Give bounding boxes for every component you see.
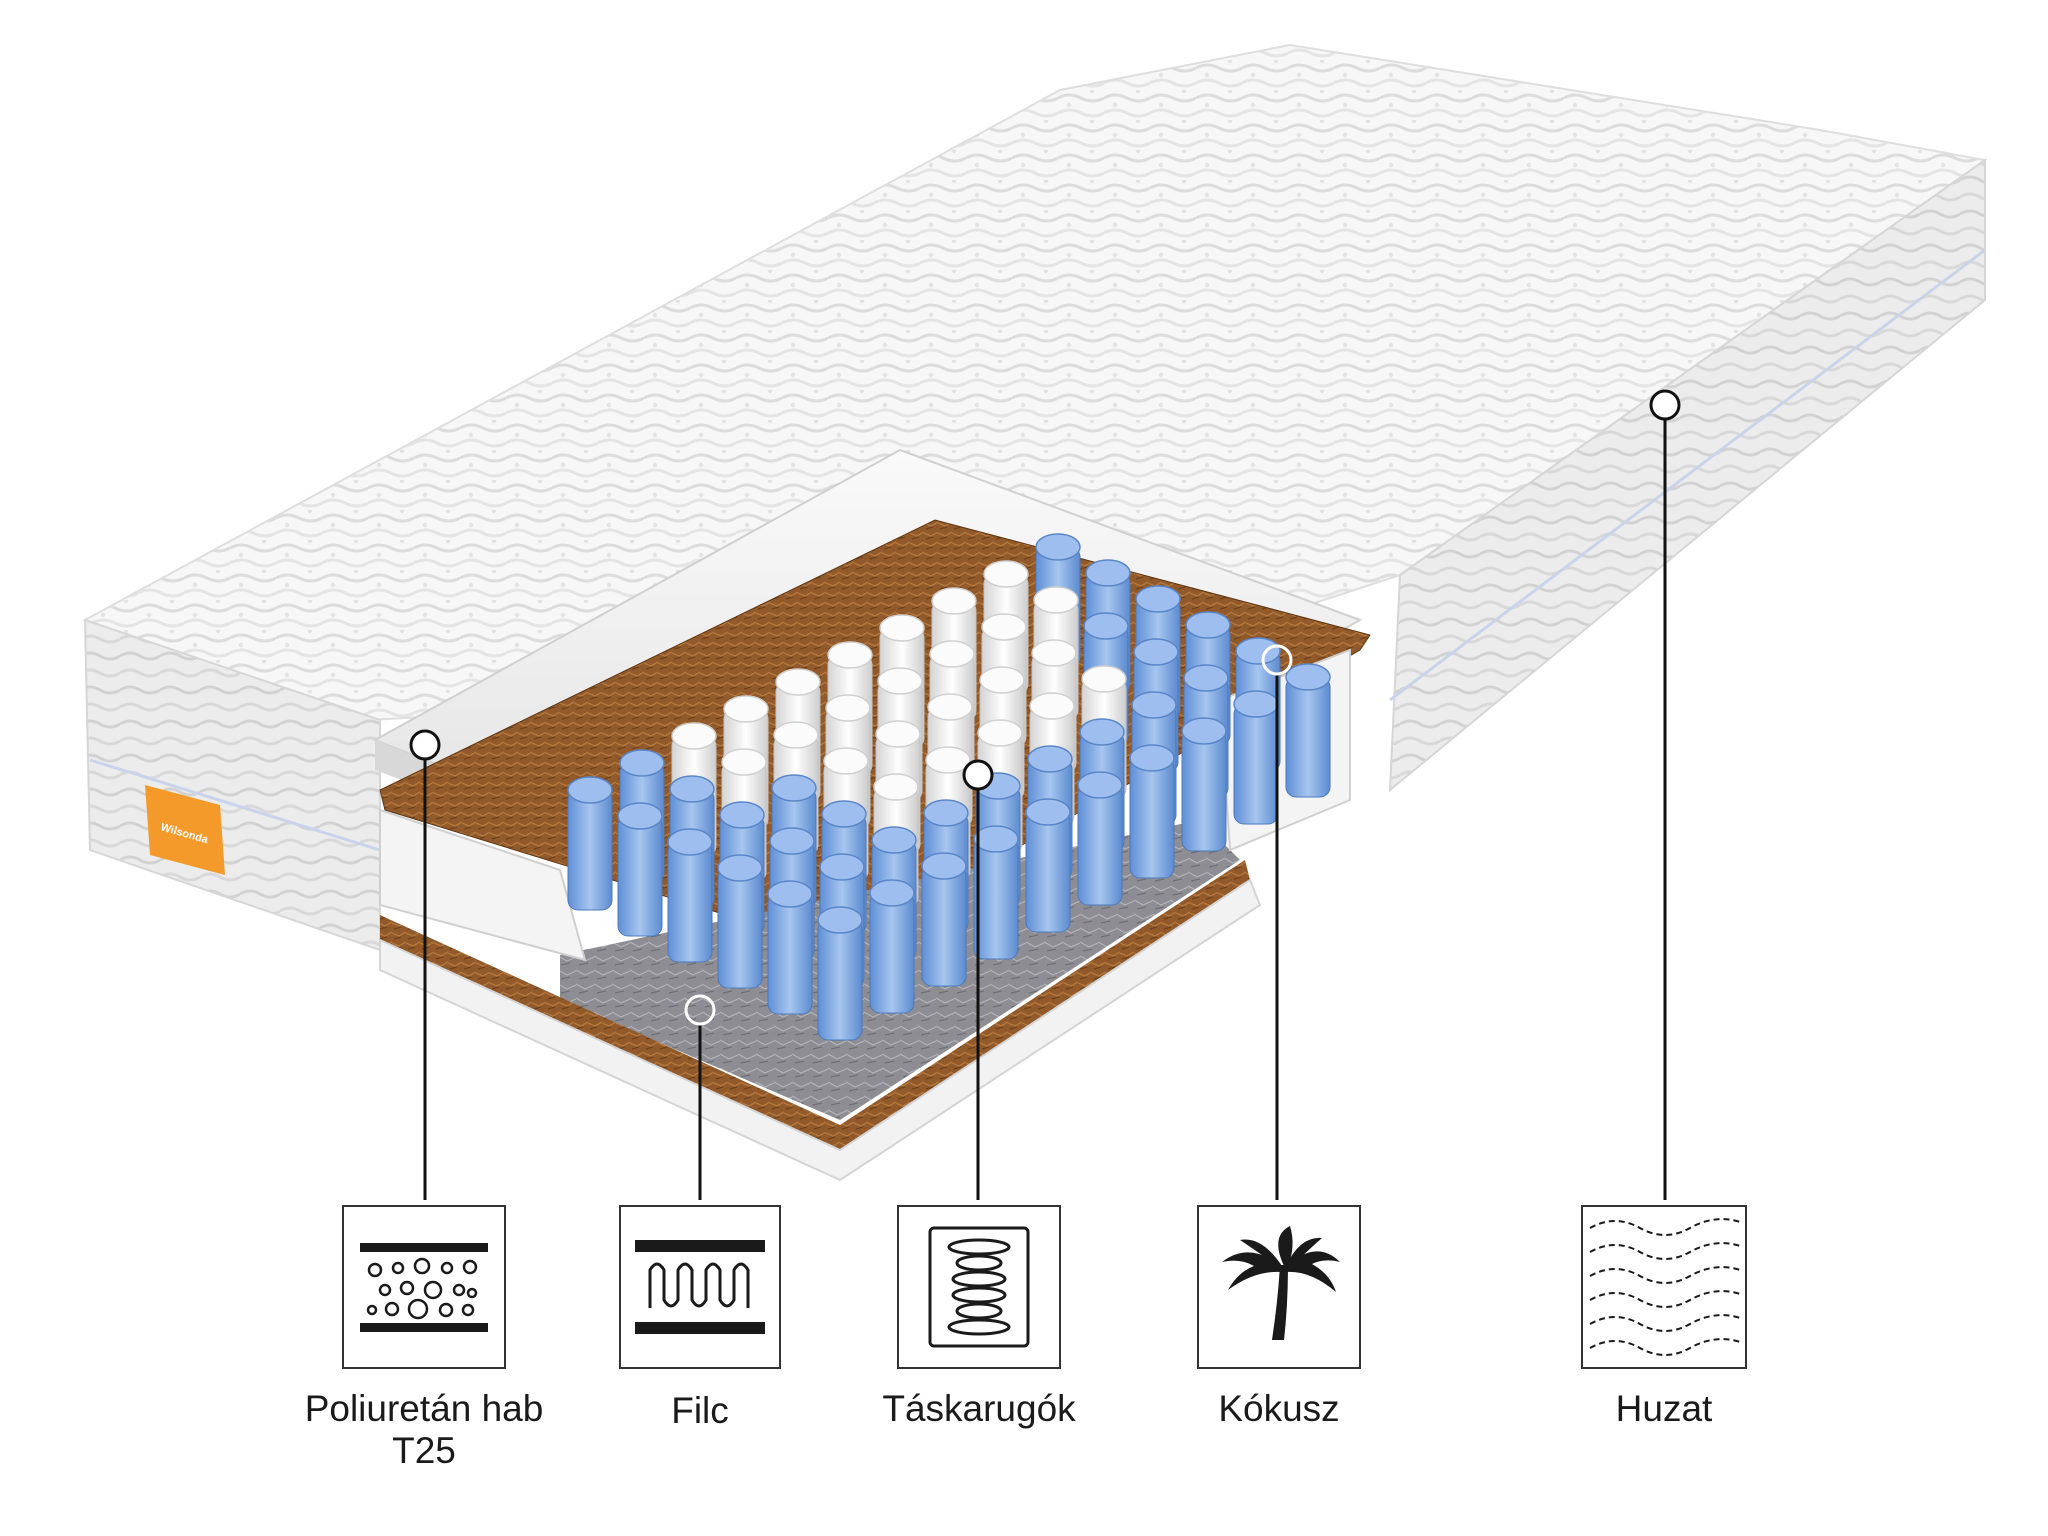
pocket-spring (1285, 663, 1331, 798)
felt-layer-icon (619, 1205, 781, 1369)
pocket-spring (1025, 798, 1071, 933)
pocket-spring (617, 802, 663, 937)
pocket-spring (717, 854, 763, 989)
label-cover: Huzat (1494, 1388, 1834, 1430)
brand-tag: Wilsonda (145, 785, 225, 875)
foam-bottom-layer (379, 878, 1262, 1182)
callout-marker-springs (962, 759, 994, 791)
label-springs-line1: Táskarugók (882, 1388, 1076, 1429)
palm-tree-icon (1197, 1205, 1361, 1369)
label-foam: Poliuretán hab T25 (254, 1388, 594, 1472)
coconut-bottom-layer (380, 860, 1250, 1150)
pocket-spring (817, 906, 863, 1041)
label-foam-line2: T25 (392, 1430, 456, 1471)
pocket-spring (1129, 744, 1175, 879)
pocket-spring (1077, 771, 1123, 906)
zipper-line (89, 758, 381, 852)
zipper-line-side (1389, 248, 1986, 702)
callout-marker-coconut (1261, 644, 1293, 676)
label-cover-line1: Huzat (1615, 1388, 1713, 1429)
label-springs: Táskarugók (809, 1388, 1149, 1430)
pocket-springs (567, 533, 1331, 1041)
pocket-spring (973, 825, 1019, 960)
label-felt: Filc (530, 1390, 870, 1432)
pocket-spring (869, 879, 915, 1014)
pocket-spring-icon (897, 1205, 1061, 1369)
label-coconut: Kókusz (1109, 1388, 1449, 1430)
label-foam-line1: Poliuretán hab (304, 1388, 544, 1429)
foam-left-wall (379, 808, 587, 962)
label-felt-line1: Filc (671, 1390, 729, 1431)
callout-marker-cover (1649, 389, 1681, 421)
pocket-spring (921, 852, 967, 987)
wavy-fabric-icon (1581, 1205, 1747, 1369)
pocket-spring (1181, 717, 1227, 852)
callout-marker-felt (684, 994, 716, 1026)
label-coconut-line1: Kókusz (1218, 1388, 1340, 1429)
pocket-spring (767, 880, 813, 1015)
pocket-spring (567, 776, 613, 911)
callouts (409, 389, 1681, 1200)
callout-marker-foam (409, 729, 441, 761)
foam-layer-icon (342, 1205, 506, 1369)
pocket-spring (667, 828, 713, 963)
pocket-spring (1233, 690, 1279, 825)
